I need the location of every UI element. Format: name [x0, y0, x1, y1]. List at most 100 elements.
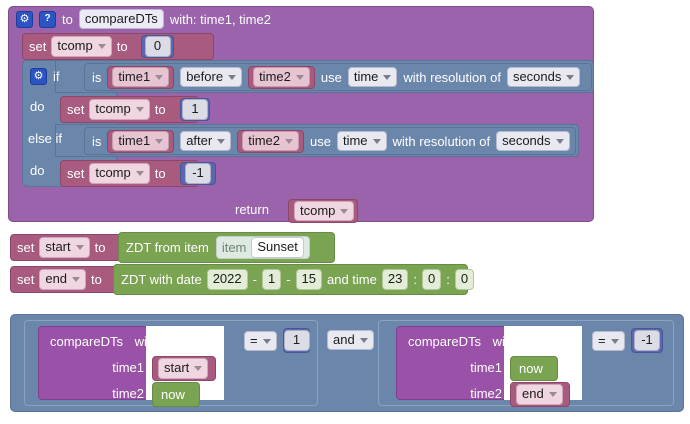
set-label: set [17, 272, 35, 287]
use-dropdown-time[interactable]: time [336, 130, 387, 152]
variable-dropdown[interactable]: time1 [112, 66, 170, 88]
call-2-param-time1-label: time1 [470, 360, 502, 375]
number-field[interactable]: 0 [144, 36, 171, 57]
dash-1: - [252, 272, 257, 287]
procedure-header[interactable]: ⚙ ? to compareDTs with: time1, time2 [8, 6, 297, 32]
datetime-compare-block-1[interactable]: is time1 before time2 use time with reso… [84, 63, 592, 91]
procedure-params-label: with: time1, time2 [169, 11, 271, 27]
set-label: set [67, 102, 85, 117]
procedure-name-field[interactable]: compareDTs [78, 8, 164, 30]
comparator-dropdown[interactable]: = [592, 330, 625, 352]
to-label: to [154, 166, 166, 181]
number-block-1[interactable]: 1 [180, 98, 210, 121]
year-field[interactable]: 2022 [206, 269, 248, 290]
variable-block-time2[interactable]: time2 [237, 129, 304, 153]
comparator-2[interactable]: = [592, 330, 628, 352]
variable-dropdown-end[interactable]: end [39, 269, 87, 290]
call-2-param-time1-value[interactable]: now [510, 356, 558, 381]
variable-block-time1[interactable]: time1 [107, 65, 175, 89]
call-name: compareDTs [50, 334, 123, 349]
comparator-dropdown[interactable]: = [244, 330, 277, 352]
call-2-param-time2-value[interactable]: end [510, 382, 570, 407]
variable-dropdown-start[interactable]: start [158, 358, 209, 379]
number-field[interactable]: -1 [634, 330, 660, 351]
variable-dropdown-start[interactable]: start [39, 237, 90, 258]
to-label: to [116, 39, 128, 54]
dash-2: - [286, 272, 291, 287]
item-block[interactable]: item Sunset [215, 236, 310, 259]
minute-field[interactable]: 0 [421, 269, 442, 290]
variable-dropdown-tcomp[interactable]: tcomp [294, 200, 355, 222]
comparator-2-value-block[interactable]: -1 [631, 328, 663, 353]
to-label: to [91, 272, 102, 287]
variable-block-time2[interactable]: time2 [248, 65, 315, 89]
set-tcomp-block-2[interactable]: set tcomp to [60, 160, 199, 187]
resolution-label: with resolution of [403, 69, 501, 85]
month-field[interactable]: 1 [261, 269, 282, 290]
is-label: is [92, 133, 102, 149]
number-field[interactable]: -1 [185, 163, 211, 184]
call-1-param-time1-value[interactable]: start [152, 356, 216, 381]
set-tcomp-block-1[interactable]: set tcomp to [60, 96, 199, 123]
and-operator-dropdown[interactable]: and [327, 328, 374, 352]
call-2-param-time2-label: time2 [470, 386, 502, 401]
variable-dropdown-end[interactable]: end [516, 384, 563, 405]
variable-dropdown-tcomp[interactable]: tcomp [89, 99, 150, 120]
number-field[interactable]: 1 [182, 99, 208, 120]
variable-dropdown-tcomp[interactable]: tcomp [89, 163, 150, 184]
zdt-with-date-block[interactable]: ZDT with date 2022 - 1 - 15 and time 23 … [113, 264, 475, 295]
call-1-param-time2-value[interactable]: now [152, 382, 200, 407]
variable-dropdown[interactable]: time1 [112, 130, 170, 152]
call-1-param-time1-label: time1 [112, 360, 144, 375]
use-label: use [310, 133, 331, 149]
comparator-1[interactable]: = [244, 330, 280, 352]
operator-dropdown-after[interactable]: after [180, 130, 232, 152]
do-label-2: do [30, 163, 45, 178]
set-label: set [67, 166, 85, 181]
variable-block-time1[interactable]: time1 [107, 129, 175, 153]
zdt-from-item-block[interactable]: ZDT from item item Sunset [118, 232, 335, 263]
colon-2: : [446, 272, 450, 287]
datetime-compare-block-2[interactable]: is time1 after time2 use time with resol… [84, 127, 576, 155]
set-label: set [29, 39, 47, 54]
variable-dropdown[interactable]: time2 [242, 130, 299, 152]
is-label: is [92, 69, 102, 85]
gear-icon[interactable]: ⚙ [30, 68, 47, 85]
variable-dropdown-tcomp[interactable]: tcomp [51, 36, 112, 57]
if-label: if [53, 69, 60, 84]
hour-field[interactable]: 23 [381, 269, 409, 290]
second-field[interactable]: 0 [454, 269, 475, 290]
to-label: to [62, 11, 73, 27]
colon-1: : [413, 272, 417, 287]
to-label: to [94, 240, 106, 255]
if-label-group[interactable]: ⚙ if [30, 66, 90, 87]
set-start-block[interactable]: set start to [10, 234, 122, 261]
return-value-block[interactable]: tcomp [288, 199, 358, 223]
variable-dropdown[interactable]: time2 [253, 66, 310, 88]
elseif-label: else if [28, 131, 62, 146]
set-tcomp-init-block[interactable]: set tcomp to [22, 33, 214, 60]
resolution-dropdown-seconds[interactable]: seconds [496, 130, 570, 152]
zdt-with-date-label: ZDT with date [121, 272, 202, 287]
day-field[interactable]: 15 [295, 269, 322, 290]
do-label-1: do [30, 99, 45, 114]
call-1-param-time2-label: time2 [112, 386, 144, 401]
help-icon[interactable]: ? [39, 10, 56, 28]
number-block-neg1[interactable]: -1 [180, 162, 216, 185]
comparator-1-value-block[interactable]: 1 [283, 328, 310, 353]
to-label: to [154, 102, 166, 117]
number-block-0[interactable]: 0 [141, 35, 174, 58]
item-label: item [221, 240, 247, 255]
number-field[interactable]: 1 [283, 330, 310, 351]
zdt-from-item-label: ZDT from item [126, 240, 209, 255]
use-dropdown-time[interactable]: time [347, 66, 398, 88]
set-end-block[interactable]: set end to [10, 266, 117, 293]
return-label: return [235, 202, 269, 217]
item-value-field[interactable]: Sunset [251, 237, 304, 258]
resolution-dropdown-seconds[interactable]: seconds [506, 66, 581, 88]
and-dropdown[interactable]: and [327, 329, 374, 351]
gear-icon[interactable]: ⚙ [16, 10, 33, 28]
operator-dropdown-before[interactable]: before [180, 66, 243, 88]
and-time-label: and time [327, 272, 377, 287]
